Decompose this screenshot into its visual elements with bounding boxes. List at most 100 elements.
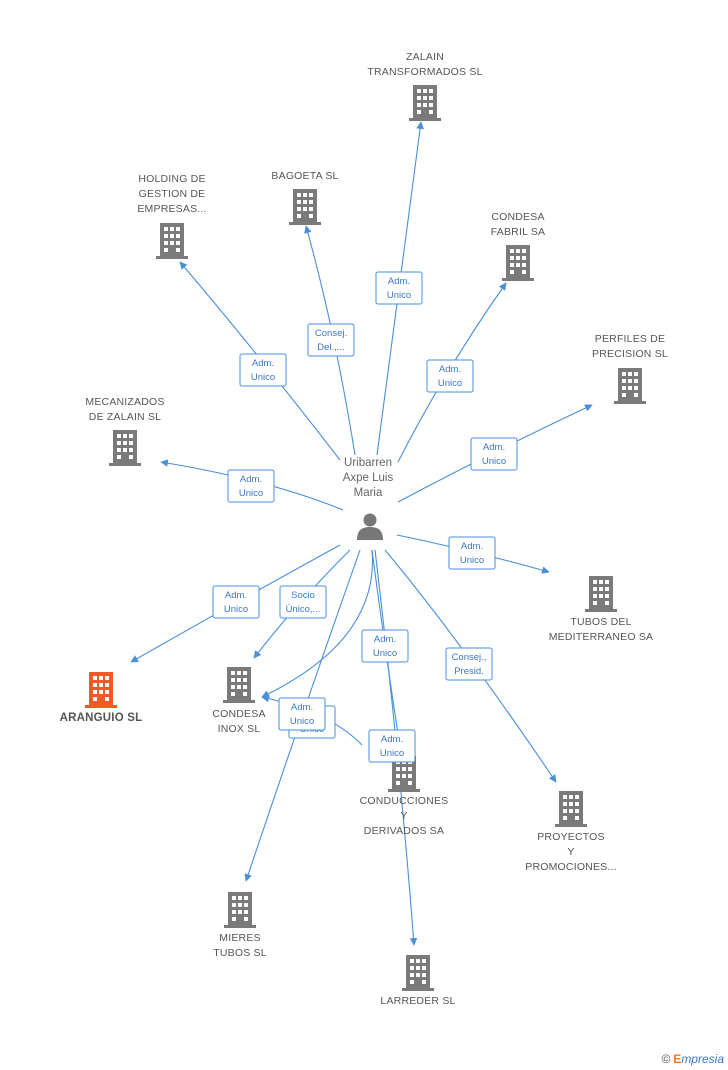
edge-condesa-inox (261, 549, 374, 698)
edge-label-text: Adm. (439, 364, 461, 375)
copyright-symbol: © (661, 1052, 671, 1066)
node-label: TRANSFORMADOS SL (367, 66, 482, 78)
edge-label-text: Unico (224, 604, 248, 615)
edge-label-conducciones[interactable]: Adm. Unico (361, 629, 409, 663)
node-label: MECANIZADOS (85, 396, 164, 408)
edge-label-box (445, 647, 493, 681)
edge-label-text: Adm. (461, 541, 483, 552)
person-icon (357, 513, 383, 540)
building-icon (409, 85, 441, 121)
node-label: INOX SL (218, 723, 261, 735)
node-label: CONDUCCIONES (360, 795, 449, 807)
node-label: Y (567, 846, 574, 858)
building-icon (614, 368, 646, 404)
edge-label-text: Unico (460, 555, 484, 566)
node-aranguio[interactable]: ARANGUIO SL (60, 672, 143, 724)
building-icon (85, 672, 117, 708)
node-perfiles[interactable]: PERFILES DE PRECISION SL (592, 333, 668, 404)
edge-label-tubos-med[interactable]: Adm. Unico (448, 536, 496, 570)
building-icon (223, 667, 255, 703)
edge-label-zalain[interactable]: Adm.Unico (375, 271, 423, 305)
node-label: ARANGUIO SL (60, 712, 143, 724)
node-label: TUBOS DEL (570, 616, 631, 628)
node-tubos-med[interactable]: TUBOS DEL MEDITERRANEO SA (549, 576, 654, 643)
edge-label-condesa-fabril[interactable]: Adm. Unico (426, 359, 474, 393)
edge-label-condesa-inox[interactable]: SocioÚnico,... (279, 585, 327, 619)
edge-label-holding[interactable]: Adm. Unico (239, 353, 287, 387)
node-label: PROYECTOS (537, 831, 605, 843)
node-label: PRECISION SL (592, 348, 668, 360)
node-proyectos[interactable]: PROYECTOS Y PROMOCIONES... (525, 791, 617, 873)
node-label: BAGOETA SL (271, 170, 338, 182)
edge-label-text: Unico (239, 488, 263, 499)
edge-label-box (375, 271, 423, 305)
edge-label-text: Unico (482, 456, 506, 467)
node-label: MEDITERRANEO SA (549, 631, 654, 643)
node-mieres[interactable]: MIERES TUBOS SL (213, 892, 267, 959)
brand-footer[interactable]: ©Empresia (661, 1052, 724, 1066)
edge-label-box (227, 469, 275, 503)
node-condesa-inox[interactable]: CONDESA INOX SL (212, 667, 265, 735)
edge-label-text: Adm. (240, 474, 262, 485)
node-conducciones[interactable]: CONDUCCIONES Y DERIVADOS SA (360, 756, 449, 837)
brand-name: mpresia (681, 1052, 724, 1066)
edge-label-text: Unico (373, 648, 397, 659)
edge-label-box (426, 359, 474, 393)
edge-label-text: Adm. (381, 734, 403, 745)
building-icon (156, 223, 188, 259)
node-label: DERIVADOS SA (364, 825, 444, 837)
brand-initial: E (673, 1052, 682, 1066)
edge-label-perfiles[interactable]: Adm. Unico (470, 437, 518, 471)
edge-label-text: Adm. (225, 590, 247, 601)
node-larreder[interactable]: LARREDER SL (380, 955, 455, 1007)
node-label: CONDESA (212, 708, 265, 720)
edge-label-bagoeta[interactable]: Consej.Del.,... (307, 323, 355, 357)
node-label: Y (400, 810, 407, 822)
edge-label-text: Adm. (291, 702, 313, 713)
edge-label-aranguio[interactable]: Adm. Unico (212, 585, 260, 619)
node-mecanizados[interactable]: MECANIZADOS DE ZALAIN SL (85, 396, 164, 466)
edge-label-text: Unico (438, 378, 462, 389)
building-icon (585, 576, 617, 612)
edge-label-box (361, 629, 409, 663)
node-label: PROMOCIONES... (525, 861, 616, 873)
edge-label-text: Adm. (252, 358, 274, 369)
edge-label-larreder[interactable]: Adm.Unico (368, 729, 416, 763)
edge-label-text: Consej., (452, 652, 487, 663)
edge-label-text: Unico (251, 372, 275, 383)
edge-label-text: Unico (387, 290, 411, 301)
center-label: Uribarren (344, 457, 392, 469)
building-icon (289, 189, 321, 225)
node-label: MIERES (219, 932, 260, 944)
edge-label-mieres[interactable]: Adm. Unico (278, 697, 326, 731)
edge-label-box (239, 353, 287, 387)
node-label: LARREDER SL (380, 995, 455, 1007)
edge-label-text: Del.,... (317, 342, 344, 353)
edge-label-proyectos[interactable]: Consej.,Presid. (445, 647, 493, 681)
edge-labels-layer: Adm.UnicoConsej.Del.,...Adm.UnicoAdm.Uni… (212, 271, 518, 763)
edge-label-mecanizados[interactable]: Adm. Unico (227, 469, 275, 503)
edge-label-text: Adm. (483, 442, 505, 453)
edge-label-text: Único,... (286, 604, 321, 615)
building-icon (109, 430, 141, 466)
node-label: DE ZALAIN SL (89, 411, 161, 423)
node-label: PERFILES DE (595, 333, 665, 345)
edge-label-box (307, 323, 355, 357)
node-label: TUBOS SL (213, 947, 267, 959)
node-bagoeta[interactable]: BAGOETA SL (271, 170, 338, 225)
edge-label-box (448, 536, 496, 570)
building-icon (502, 245, 534, 281)
edge-label-text: Socio (291, 590, 315, 601)
edge-label-text: Unico (290, 716, 314, 727)
building-icon (555, 791, 587, 827)
edge-label-text: Adm. (374, 634, 396, 645)
edge-label-box (279, 585, 327, 619)
edge-label-box (368, 729, 416, 763)
node-label: GESTION DE (139, 188, 206, 200)
